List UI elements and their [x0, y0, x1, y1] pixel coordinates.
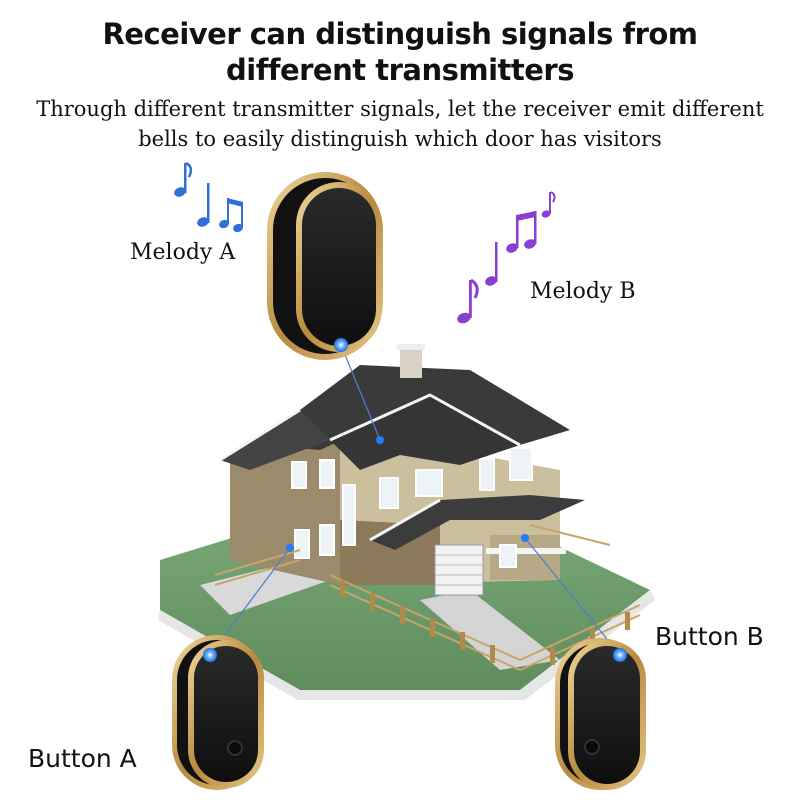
doorbell-receiver	[267, 172, 383, 360]
button-a-label: Button A	[28, 744, 137, 773]
music-note-icon	[506, 211, 537, 253]
description-line-2: bells to easily distinguish which door h…	[138, 127, 662, 151]
melody-b-notes	[457, 191, 556, 324]
melody-a-notes	[174, 161, 243, 233]
led-indicator	[334, 338, 348, 352]
house-illustration	[158, 344, 655, 700]
music-note-icon	[541, 191, 556, 218]
music-note-icon	[485, 242, 498, 286]
headline-line-2: different transmitters	[226, 53, 574, 87]
music-note-icon	[219, 198, 243, 233]
screw-hole	[584, 739, 600, 755]
screw-hole	[227, 740, 243, 756]
button-b-label: Button B	[655, 622, 764, 651]
doorbell-button-b	[555, 638, 646, 790]
headline-line-1: Receiver can distinguish signals from	[102, 17, 698, 51]
led-indicator	[613, 648, 627, 662]
description: Through different transmitter signals, l…	[30, 94, 770, 154]
music-note-icon	[197, 183, 210, 227]
headline: Receiver can distinguish signals from di…	[0, 16, 800, 88]
music-note-icon	[174, 161, 193, 197]
doorbell-button-a	[172, 635, 264, 790]
melody-b-label: Melody B	[530, 279, 636, 304]
music-note-icon	[457, 278, 479, 324]
melody-a-label: Melody A	[130, 240, 236, 265]
description-line-1: Through different transmitter signals, l…	[36, 97, 764, 121]
led-indicator	[203, 648, 217, 662]
